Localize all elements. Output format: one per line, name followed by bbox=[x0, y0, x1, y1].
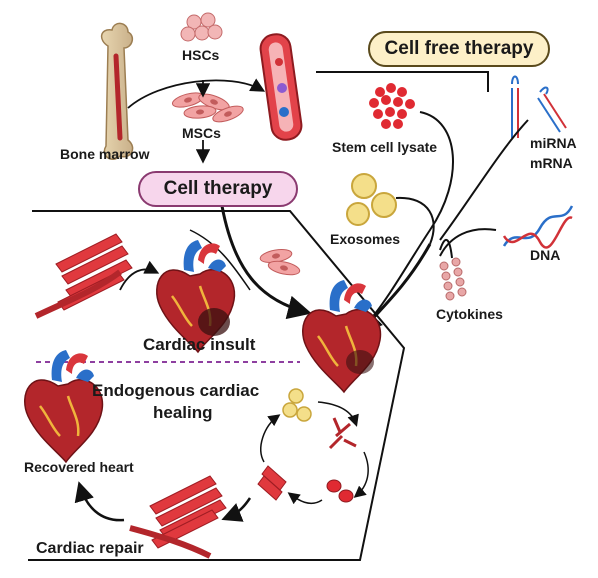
insult-arrow bbox=[119, 260, 160, 291]
healing-cycle bbox=[257, 388, 369, 505]
repair-arrows bbox=[74, 481, 252, 522]
stem-cell-arrows bbox=[127, 78, 266, 164]
msc-floating-icon bbox=[258, 246, 302, 278]
mscs-label: MSCs bbox=[182, 125, 221, 141]
blood-vessel-icon bbox=[259, 33, 303, 141]
bone-marrow-label: Bone marrow bbox=[60, 146, 150, 162]
cardiac-repair-label: Cardiac repair bbox=[36, 540, 144, 557]
damaged-heart-icon bbox=[155, 238, 236, 354]
dna-label: DNA bbox=[530, 247, 561, 263]
rna-icon bbox=[511, 75, 567, 138]
target-heart-icon bbox=[301, 278, 382, 394]
stem-cell-lysate-label: Stem cell lysate bbox=[332, 139, 438, 155]
recovered-heart-label: Recovered heart bbox=[24, 459, 134, 475]
dna-icon bbox=[502, 205, 574, 249]
mirna-label: miRNA bbox=[530, 135, 577, 151]
bone-icon bbox=[100, 22, 134, 160]
cytokines-icon bbox=[439, 257, 467, 301]
frame-lines bbox=[28, 71, 489, 561]
hscs-label: HSCs bbox=[182, 47, 220, 63]
cardiac-muscle-icon-top bbox=[34, 233, 133, 319]
cell-therapy-pill: Cell therapy bbox=[138, 171, 298, 207]
mrna-label: mRNA bbox=[530, 155, 573, 171]
hsc-cells-icon bbox=[180, 12, 223, 42]
endogenous-healing-label-2: healing bbox=[153, 403, 213, 422]
msc-cells-icon bbox=[170, 89, 246, 126]
exosomes-icon bbox=[346, 173, 397, 226]
stem-cell-lysate-icon bbox=[369, 83, 415, 129]
cell-free-therapy-pill: Cell free therapy bbox=[368, 31, 550, 67]
endogenous-healing-label-1: Endogenous cardiac bbox=[92, 381, 260, 400]
recovered-heart-icon bbox=[23, 348, 104, 464]
cell-therapy-arrows bbox=[189, 205, 312, 320]
cardiac-muscle-icon-bottom bbox=[129, 475, 227, 559]
exosomes-label: Exosomes bbox=[330, 231, 401, 247]
cytokines-label: Cytokines bbox=[436, 306, 503, 322]
cardiac-insult-label: Cardiac insult bbox=[143, 335, 256, 354]
